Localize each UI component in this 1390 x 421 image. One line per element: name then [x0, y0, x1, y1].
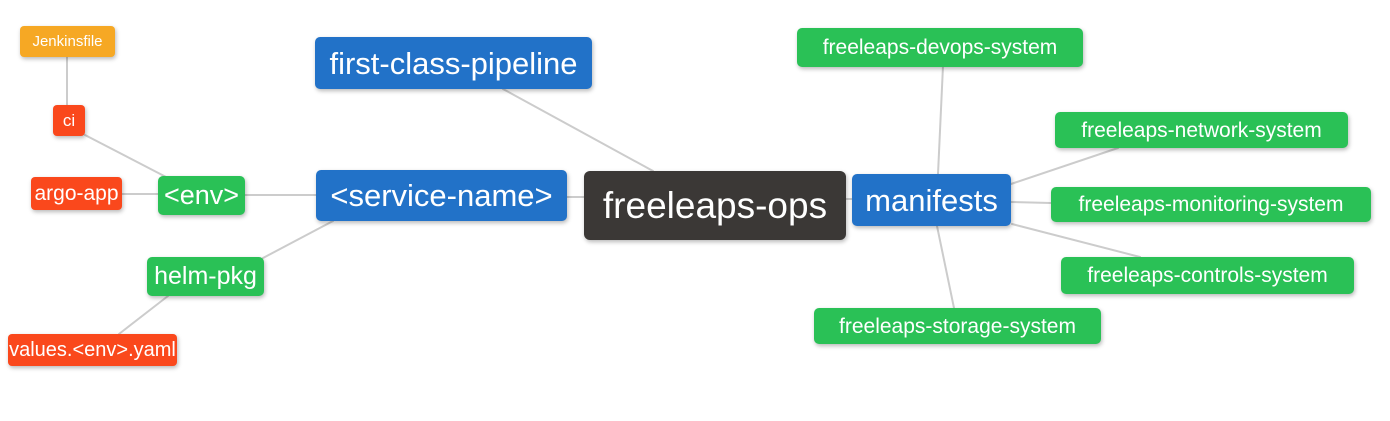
edge-manifests-devops: [937, 65, 944, 175]
node-freeleaps-controls-system[interactable]: freeleaps-controls-system: [1061, 257, 1354, 294]
node-service-name[interactable]: <service-name>: [316, 170, 567, 221]
node-env[interactable]: <env>: [158, 176, 245, 215]
node-ci[interactable]: ci: [53, 105, 85, 136]
node-freeleaps-monitoring-system[interactable]: freeleaps-monitoring-system: [1051, 187, 1371, 222]
edge-ci-env: [84, 134, 169, 179]
edge-manifests-monitoring: [1010, 201, 1052, 204]
node-jenkinsfile[interactable]: Jenkinsfile: [20, 26, 115, 57]
edge-manifests-network: [1010, 147, 1119, 185]
node-manifests[interactable]: manifests: [852, 174, 1011, 226]
edge-helm-pkg-values: [118, 295, 169, 335]
node-freeleaps-storage-system[interactable]: freeleaps-storage-system: [814, 308, 1101, 344]
node-values-env-yaml[interactable]: values.<env>.yaml: [8, 334, 177, 366]
node-freeleaps-network-system[interactable]: freeleaps-network-system: [1055, 112, 1348, 148]
node-freeleaps-ops[interactable]: freeleaps-ops: [584, 171, 846, 240]
node-freeleaps-devops-system[interactable]: freeleaps-devops-system: [797, 28, 1083, 67]
node-helm-pkg[interactable]: helm-pkg: [147, 257, 264, 296]
node-argo-app[interactable]: argo-app: [31, 177, 122, 210]
node-first-class-pipeline[interactable]: first-class-pipeline: [315, 37, 592, 89]
edge-pipeline-freeleaps-ops: [502, 88, 654, 172]
edge-service-name-helm-pkg: [262, 220, 334, 259]
edge-manifests-storage: [936, 225, 955, 309]
edge-manifests-controls: [1011, 223, 1141, 258]
